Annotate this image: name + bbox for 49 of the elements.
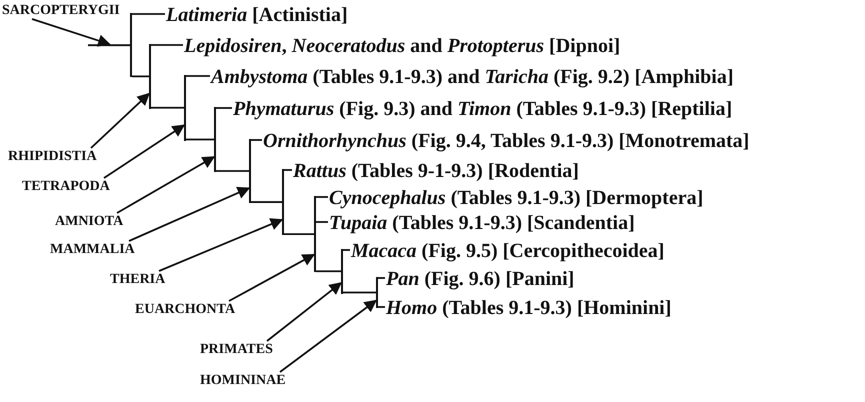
branch-line <box>132 13 165 15</box>
taxon-label: Pan (Fig. 9.6) [Panini] <box>386 268 574 290</box>
taxon-label: Phymaturus (Fig. 9.3) and Timon (Tables 9.1-9.3) [Reptilia] <box>233 98 732 120</box>
clade-label: MAMMALIA <box>50 241 135 258</box>
branch-line <box>216 170 249 172</box>
clade-label: THERIA <box>110 271 166 288</box>
clade-label: PRIMATES <box>200 341 273 358</box>
branch-line <box>186 75 210 77</box>
leader-arrow <box>228 254 316 302</box>
branch-line <box>378 306 385 308</box>
clade-label: EUARCHONTA <box>135 301 236 318</box>
taxon-label: Cynocephalus (Tables 9.1-9.3) [Dermoptera] <box>329 187 704 209</box>
taxon-label: Latimeria [Actinistia] <box>166 4 348 26</box>
branch-line <box>316 270 341 272</box>
leader-arrow <box>116 156 216 214</box>
leader-arrow <box>158 218 284 272</box>
branch-line <box>151 106 184 109</box>
branch-line <box>216 107 232 109</box>
leader-arrow <box>32 18 111 47</box>
clade-label: AMNIOTA <box>55 213 124 230</box>
branch-line <box>251 139 262 141</box>
clade-label: RHIPIDISTIA <box>8 148 97 165</box>
branch-line <box>251 201 282 203</box>
branch-line <box>343 249 350 251</box>
taxon-label: Macaca (Fig. 9.5) [Cercopithecoidea] <box>351 240 664 262</box>
clade-label: TETRAPODA <box>22 178 110 195</box>
taxon-label: Lepidosiren, Neoceratodus and Protopterus [Dipnoi] <box>184 35 620 57</box>
branch-line <box>284 233 314 236</box>
branch-line <box>316 196 328 198</box>
branch-line <box>316 221 328 223</box>
branch-line <box>88 44 130 46</box>
taxon-label: Homo (Tables 9.1-9.3) [Hominini] <box>386 297 672 319</box>
leader-arrow <box>128 186 250 242</box>
taxon-label: Ornithorhynchus (Fig. 9.4, Tables 9.1-9.3) [Monotremata] <box>263 130 750 152</box>
clade-label: SARCOPTERYGII <box>2 2 120 19</box>
leader-arrow <box>90 92 150 149</box>
branch-line <box>378 277 385 279</box>
taxon-label: Tupaia (Tables 9.1-9.3) [Scandentia] <box>329 212 635 234</box>
branch-line <box>343 292 376 294</box>
branch-line <box>132 75 149 78</box>
taxon-label: Rattus (Tables 9-1-9.3) [Rodentia] <box>293 160 579 182</box>
clade-label: HOMININAE <box>200 372 286 389</box>
branch-line <box>186 138 214 140</box>
leader-arrow <box>104 124 186 179</box>
leader-arrow <box>266 282 342 342</box>
branch-line <box>151 44 183 46</box>
taxon-label: Ambystoma (Tables 9.1-9.3) and Taricha (Fig. 9.2) [Amphibia] <box>211 66 734 88</box>
leader-arrow <box>279 300 377 373</box>
branch-line <box>284 169 292 171</box>
